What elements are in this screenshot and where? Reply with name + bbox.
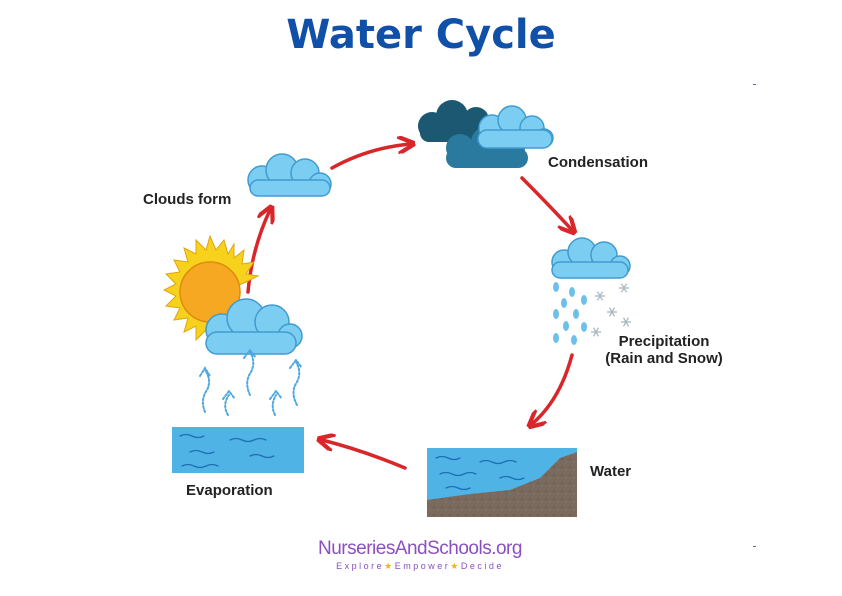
arrow-precipitation-to-water [532,353,574,424]
cloud-icon [247,153,332,197]
brand-logo: NurseriesAndSchools.org Explore★Empower★… [300,538,540,572]
lake-icon [427,448,577,517]
label-water: Water [590,463,632,480]
cycle-arrows [246,144,574,470]
star-icon: ★ [450,561,461,571]
page-title: Water Cycle [286,12,556,58]
condensation-clouds-icon [418,100,554,168]
label-precipitation: Precipitation (Rain and Snow) [594,333,734,367]
corner-mark [753,546,756,547]
tagline-decide: Decide [460,561,504,571]
cloud-icon [205,298,303,355]
label-clouds-form: Clouds form [143,191,232,208]
corner-mark [753,84,756,85]
raindrops-icon [553,282,587,345]
arrow-evaporation-to-clouds [246,210,270,294]
tagline-empower: Empower [394,561,451,571]
brand-name: NurseriesAndSchools.org [318,538,522,559]
brand-tagline: Explore★Empower★Decide [300,561,540,572]
arrow-condensation-to-precipitation [520,176,572,230]
tagline-explore: Explore [336,561,385,571]
label-precipitation-line2: (Rain and Snow) [605,350,723,367]
water-pool-icon [172,427,304,473]
vapor-arrows-icon [199,348,303,416]
label-condensation: Condensation [548,154,648,171]
snowflakes-icon [591,283,631,337]
star-icon: ★ [384,561,395,571]
label-precipitation-line1: Precipitation [618,333,710,350]
rain-cloud-icon [551,237,631,279]
arrow-clouds-to-condensation [330,144,410,170]
arrow-water-to-evaporation [322,440,407,470]
label-evaporation: Evaporation [186,482,273,499]
